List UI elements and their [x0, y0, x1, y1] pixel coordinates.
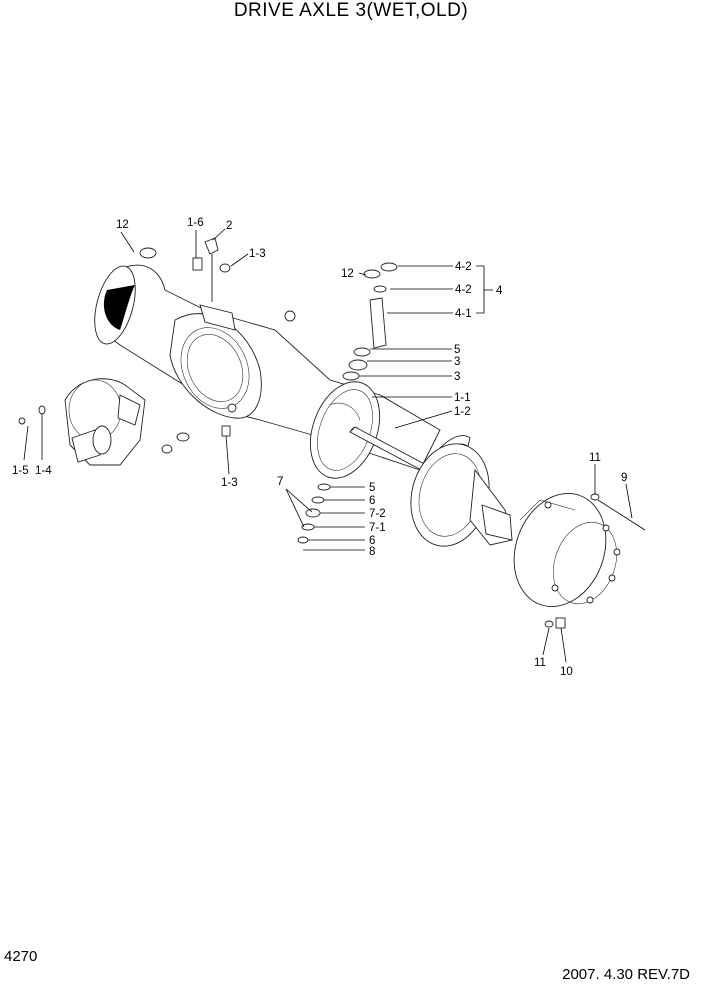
callout-4: 4	[496, 285, 503, 297]
callout-9: 9	[621, 472, 627, 484]
callout-6: 6	[369, 495, 375, 507]
callout-12: 12	[341, 268, 354, 280]
callout-1-5: 1-5	[12, 465, 29, 477]
callout-1-3: 1-3	[249, 248, 266, 260]
callout-labels: 12 1-6 2 1-3 12 4-2 4-2 4-1 4 5 3 3 1-1 …	[12, 217, 627, 678]
callout-11: 11	[534, 657, 546, 669]
page-number: 4270	[4, 948, 38, 965]
callout-7-2: 7-2	[369, 508, 386, 520]
callout-7: 7	[277, 476, 283, 488]
callout-6: 6	[369, 535, 375, 547]
housing-flange	[309, 381, 381, 479]
callout-4-1: 4-1	[455, 308, 472, 320]
callout-1-3: 1-3	[221, 477, 238, 489]
callout-1-2: 1-2	[454, 406, 471, 418]
differential-carrier	[64, 378, 190, 466]
callout-4-2: 4-2	[455, 284, 472, 296]
revision-date: 2007. 4.30 REV.7D	[562, 966, 690, 983]
callout-5: 5	[369, 482, 375, 494]
callout-3: 3	[454, 371, 460, 383]
page-title: DRIVE AXLE 3(WET,OLD)	[233, 0, 469, 21]
callout-12: 12	[116, 219, 129, 231]
callout-5: 5	[454, 344, 460, 356]
callout-7-1: 7-1	[369, 522, 386, 534]
callout-10: 10	[560, 666, 573, 678]
callout-2: 2	[226, 220, 232, 232]
wheel-hub	[410, 443, 621, 607]
callout-8: 8	[369, 546, 375, 558]
callout-3: 3	[454, 356, 460, 368]
callout-1-6: 1-6	[187, 217, 204, 229]
callout-1-1: 1-1	[454, 392, 471, 404]
callout-1-4: 1-4	[35, 465, 52, 477]
callout-4-2: 4-2	[455, 261, 472, 273]
leader-lines	[23, 228, 633, 663]
callout-11: 11	[589, 452, 601, 464]
